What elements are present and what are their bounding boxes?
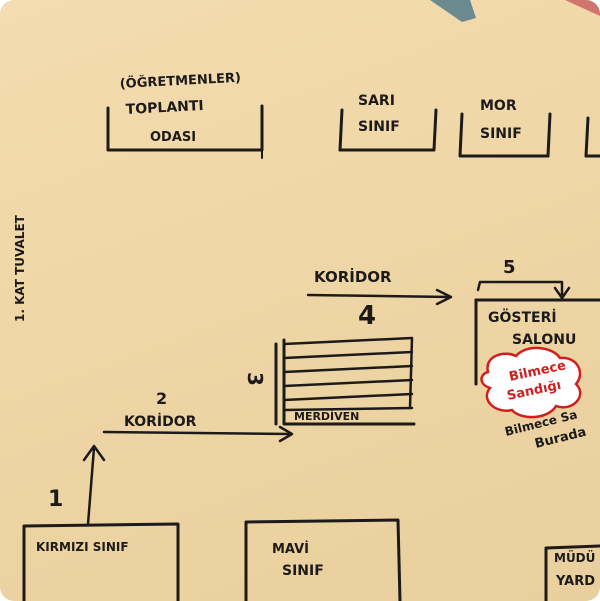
step-4-number: 4 — [358, 301, 376, 331]
teachers-room-line3: ODASI — [150, 130, 196, 145]
corridor-2-arrow-line — [102, 430, 292, 436]
teachers-room-line1: (ÖĞRETMENLER) — [119, 70, 241, 92]
corridor-4: KORİDOR 4 — [306, 267, 453, 331]
corridor-4-arrowhead — [435, 288, 453, 306]
yellow-class: SARI SINIF — [338, 93, 438, 152]
red-class: KIRMIZI SINIF — [22, 522, 180, 601]
riddle-box-shape — [480, 346, 582, 419]
show-hall-line1: GÖSTERİ — [488, 308, 557, 326]
corridor-2-arrowhead — [278, 425, 294, 443]
corridor-4-label: KORİDOR — [314, 267, 392, 286]
purple-class-outline — [458, 112, 552, 158]
step-1-number: 1 — [48, 487, 63, 512]
blue-class: MAVİ SINIF — [244, 518, 402, 601]
principal-room-line1: MÜDÜ — [554, 550, 595, 565]
stairs-label: MERDİVEN — [294, 409, 359, 423]
purple-class-line1: MOR — [480, 98, 517, 114]
corridor-2: 2 KORİDOR — [102, 389, 294, 443]
step-1-arrow-line — [86, 446, 96, 526]
principal-room-line2: YARD — [555, 574, 595, 589]
purple-class-line2: SINIF — [480, 126, 522, 142]
show-hall-line2: SALONU — [512, 332, 576, 348]
step-5: 5 — [476, 257, 571, 300]
partial-room-outline — [584, 116, 600, 158]
step-3-number: 3 — [243, 372, 267, 386]
corridor-2-label: KORİDOR — [124, 413, 197, 430]
teachers-room-line2: TOPLANTI — [125, 98, 204, 118]
blue-class-line1: MAVİ — [272, 541, 309, 557]
principal-room-outline — [544, 544, 600, 601]
principal-room: MÜDÜ YARD — [544, 544, 600, 601]
step-1: 1 — [48, 444, 106, 526]
blue-class-line2: SINIF — [282, 563, 324, 579]
step-5-number: 5 — [503, 257, 516, 278]
red-class-outline — [22, 522, 180, 601]
yellow-class-outline — [338, 108, 438, 152]
teachers-room: (ÖĞRETMENLER) TOPLANTI ODASI — [106, 70, 264, 159]
step-1-arrowhead — [82, 444, 106, 462]
corridor-4-arrow-line — [306, 293, 452, 299]
purple-class: MOR SINIF — [458, 98, 552, 158]
step-2-number: 2 — [156, 389, 167, 408]
step-5-arrowhead — [553, 286, 571, 300]
yellow-class-line1: SARI — [358, 93, 395, 109]
corner-decoration — [565, 0, 600, 16]
blue-class-outline — [244, 518, 402, 601]
stairs-outline — [282, 338, 416, 426]
pin-decoration — [430, 0, 476, 22]
show-hall: GÖSTERİ SALONU — [474, 298, 600, 386]
stairs: MERDİVEN 3 — [243, 336, 416, 426]
riddle-box: Bilmece Sandığı — [480, 346, 582, 419]
step-5-arrow-line — [476, 280, 564, 298]
toilet-label: 1. KAT TUVALET — [13, 214, 27, 322]
teachers-room-outline — [106, 104, 264, 152]
yellow-class-line2: SINIF — [358, 119, 400, 135]
red-class-label: KIRMIZI SINIF — [36, 540, 129, 554]
